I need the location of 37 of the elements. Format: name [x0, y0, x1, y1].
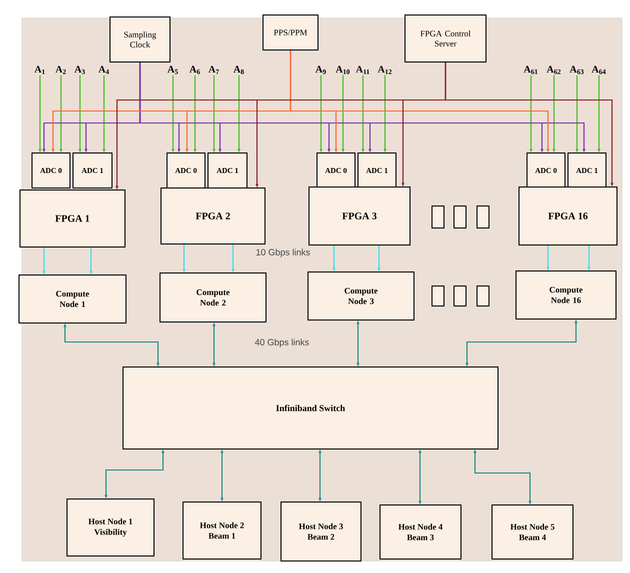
- compute-node-box: Compute Node 16: [516, 270, 616, 320]
- antenna-label: A$_{8}$: [233, 66, 244, 74]
- ellipsis-box: [432, 206, 444, 228]
- compute-node-box: Compute Node 3: [308, 272, 414, 320]
- compute-node-box: Compute Node 2: [160, 272, 266, 322]
- source-box: Sampling Clock: [110, 16, 170, 62]
- antenna-label: A$_{11}$: [356, 66, 370, 74]
- source-box: PPS/PPM: [262, 14, 318, 50]
- ellipsis-box: [432, 286, 444, 306]
- link-label: 40 Gbps links: [254, 338, 309, 348]
- compute-node-box: Compute Node 1: [18, 274, 126, 324]
- antenna-label: A$_{62}$: [546, 66, 561, 74]
- antenna-label: A$_{5}$: [168, 66, 178, 74]
- antenna-label: A$_{4}$: [98, 66, 109, 74]
- antenna-label: A$_{64}$: [592, 66, 606, 74]
- ellipsis-box: [476, 286, 490, 306]
- host-node-box: Host Node 1 Visibility: [66, 498, 154, 556]
- antenna-label: A$_{10}$: [336, 66, 350, 74]
- antenna-label: A$_{2}$: [56, 66, 66, 74]
- source-box: FPGA Control Server: [404, 14, 486, 62]
- ellipsis-box: [454, 206, 466, 228]
- host-node-box: Host Node 4 Beam 3: [380, 504, 462, 560]
- antenna-label: A$_{3}$: [74, 66, 85, 74]
- host-node-box: Host Node 2 Beam 1: [182, 502, 262, 560]
- switch-box: Infiniband Switch: [122, 366, 498, 450]
- host-node-box: Host Node 3 Beam 2: [280, 502, 362, 562]
- ellipsis-box: [476, 206, 490, 228]
- antenna-label: A$_{61}$: [524, 66, 538, 74]
- antenna-label: A$_{6}$: [189, 66, 200, 74]
- antenna-label: A$_{1}$: [34, 66, 45, 74]
- antenna-label: A$_{7}$: [208, 66, 219, 74]
- link-label: 10 Gbps links: [256, 248, 310, 258]
- antenna-label: A$_{63}$: [570, 66, 584, 74]
- host-node-box: Host Node 5 Beam 4: [492, 504, 574, 560]
- antenna-label: A$_{12}$: [378, 66, 392, 74]
- antenna-label: A$_{9}$: [315, 66, 326, 74]
- ellipsis-box: [454, 286, 466, 306]
